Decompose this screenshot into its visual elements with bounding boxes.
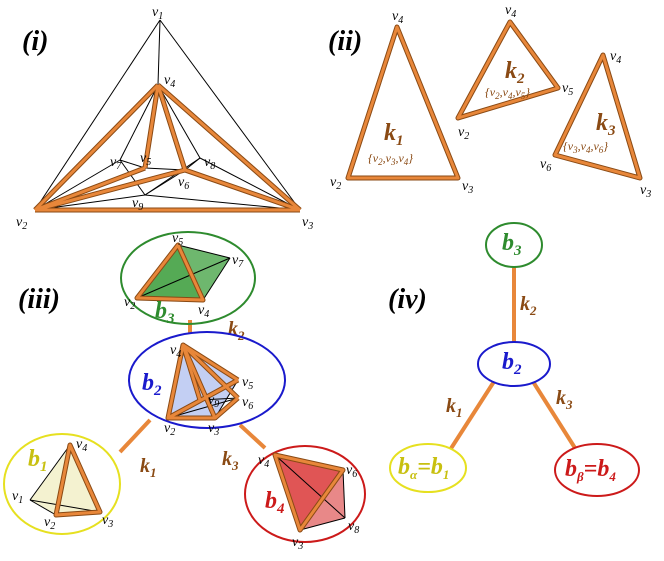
bag-b3-label: b3 bbox=[155, 298, 175, 327]
bag-b1-ellipse bbox=[3, 433, 121, 535]
separator-k3-triangle bbox=[553, 53, 642, 180]
p2-k3-v6: v6 bbox=[540, 157, 551, 174]
p3-b4-v8: v8 bbox=[348, 519, 359, 536]
tree-node-b2 bbox=[477, 341, 551, 387]
p2-k2-v4: v4 bbox=[505, 3, 516, 20]
separator-k2-triangle bbox=[456, 20, 560, 120]
p1-label-v7: v7 bbox=[110, 155, 122, 172]
p2-k1-v3: v3 bbox=[462, 179, 473, 196]
p3-b2-v2: v2 bbox=[164, 421, 175, 438]
p2-k2-v2: v2 bbox=[458, 125, 469, 142]
p1-label-v9: v9 bbox=[132, 196, 143, 213]
p3-b1-v2: v2 bbox=[44, 515, 55, 532]
p4-k1-label: k1 bbox=[446, 395, 463, 420]
panel-label-iv: (iv) bbox=[388, 284, 427, 315]
p3-b1-v4: v4 bbox=[76, 437, 87, 454]
p3-k2-label: k2 bbox=[228, 318, 245, 343]
p2-k1-label: k1 bbox=[384, 120, 404, 149]
p1-label-v5: v5 bbox=[140, 151, 151, 168]
p3-k3-label: k3 bbox=[222, 448, 239, 473]
bag-b4-label: b4 bbox=[265, 488, 285, 517]
p1-label-v4: v4 bbox=[164, 73, 175, 90]
tree-node-bbeta bbox=[554, 443, 640, 497]
panel-label-ii: (ii) bbox=[328, 26, 362, 57]
p2-k3-label: k3 bbox=[596, 110, 616, 139]
separator-k1-triangle bbox=[346, 25, 460, 180]
panel-i-graph: v1 v4 v7 v5 v8 v6 v9 v2 v3 (i) bbox=[16, 5, 313, 232]
p3-b4-v3: v3 bbox=[292, 535, 303, 552]
p3-b3-v2: v2 bbox=[124, 295, 135, 312]
panel-label-iii: (iii) bbox=[18, 284, 60, 315]
p3-b2-v9: v9 bbox=[208, 393, 219, 410]
p3-b1-v3: v3 bbox=[102, 513, 113, 530]
p2-k1-set: {v2,v3,v4} bbox=[368, 151, 413, 167]
p3-b2-v4: v4 bbox=[170, 343, 181, 360]
p2-k1-v4: v4 bbox=[392, 9, 403, 26]
tree-bbeta-label: bβ=b4 bbox=[565, 456, 616, 484]
p3-b4-v4: v4 bbox=[258, 453, 269, 470]
bag-b2-ellipse bbox=[128, 331, 286, 429]
p3-b3-v5: v5 bbox=[172, 231, 183, 248]
p1-label-v1: v1 bbox=[152, 5, 163, 22]
p2-k2-set: {v2,v4,v5} bbox=[485, 85, 530, 101]
p2-k3-v4: v4 bbox=[610, 49, 621, 66]
p1-label-v2: v2 bbox=[16, 215, 27, 232]
panel-iii-bag-graph: (iii) k2 k1 k3 v5 v7 v2 v4 b3 bbox=[3, 231, 366, 552]
p1-label-v3: v3 bbox=[302, 215, 313, 232]
p1-label-v8: v8 bbox=[204, 155, 215, 172]
p3-b1-v1: v1 bbox=[12, 489, 23, 506]
panel-ii-separators: (ii) v4 v2 v3 k1 {v2,v3,v4} v4 v2 v5 k2 … bbox=[328, 3, 651, 200]
p4-k3-label: k3 bbox=[556, 387, 573, 412]
p2-k3-v3: v3 bbox=[640, 183, 651, 200]
p3-b2-v3: v3 bbox=[208, 421, 219, 438]
tree-node-b3 bbox=[485, 222, 543, 268]
tree-node-balpha bbox=[389, 443, 467, 493]
p3-b4-v6: v6 bbox=[346, 463, 357, 480]
p4-k2-label: k2 bbox=[520, 293, 537, 318]
p2-k2-label: k2 bbox=[505, 58, 525, 87]
bag-b1-label: b1 bbox=[28, 446, 48, 475]
p3-k1-label: k1 bbox=[140, 455, 157, 480]
p2-k1-v2: v2 bbox=[330, 175, 341, 192]
bag-b4-ellipse bbox=[244, 445, 366, 543]
p2-k2-v5: v5 bbox=[562, 81, 573, 98]
p2-k3-set: {v3,v4,v6} bbox=[563, 139, 608, 155]
p3-b2-v5: v5 bbox=[242, 375, 253, 392]
p1-label-v6: v6 bbox=[178, 175, 189, 192]
p3-b3-v7: v7 bbox=[232, 253, 244, 270]
p3-b2-v6: v6 bbox=[242, 395, 253, 412]
panel-iv-tree: (iv) k2 k1 k3 b3 b2 bα=b1 bβ=b4 bbox=[388, 222, 640, 497]
tree-balpha-label: bα=b1 bbox=[398, 454, 449, 482]
panel-label-i: (i) bbox=[22, 26, 48, 57]
bag-b2-label: b2 bbox=[142, 370, 162, 399]
p3-b3-v4: v4 bbox=[198, 303, 209, 320]
bag-b3-ellipse bbox=[120, 231, 256, 325]
